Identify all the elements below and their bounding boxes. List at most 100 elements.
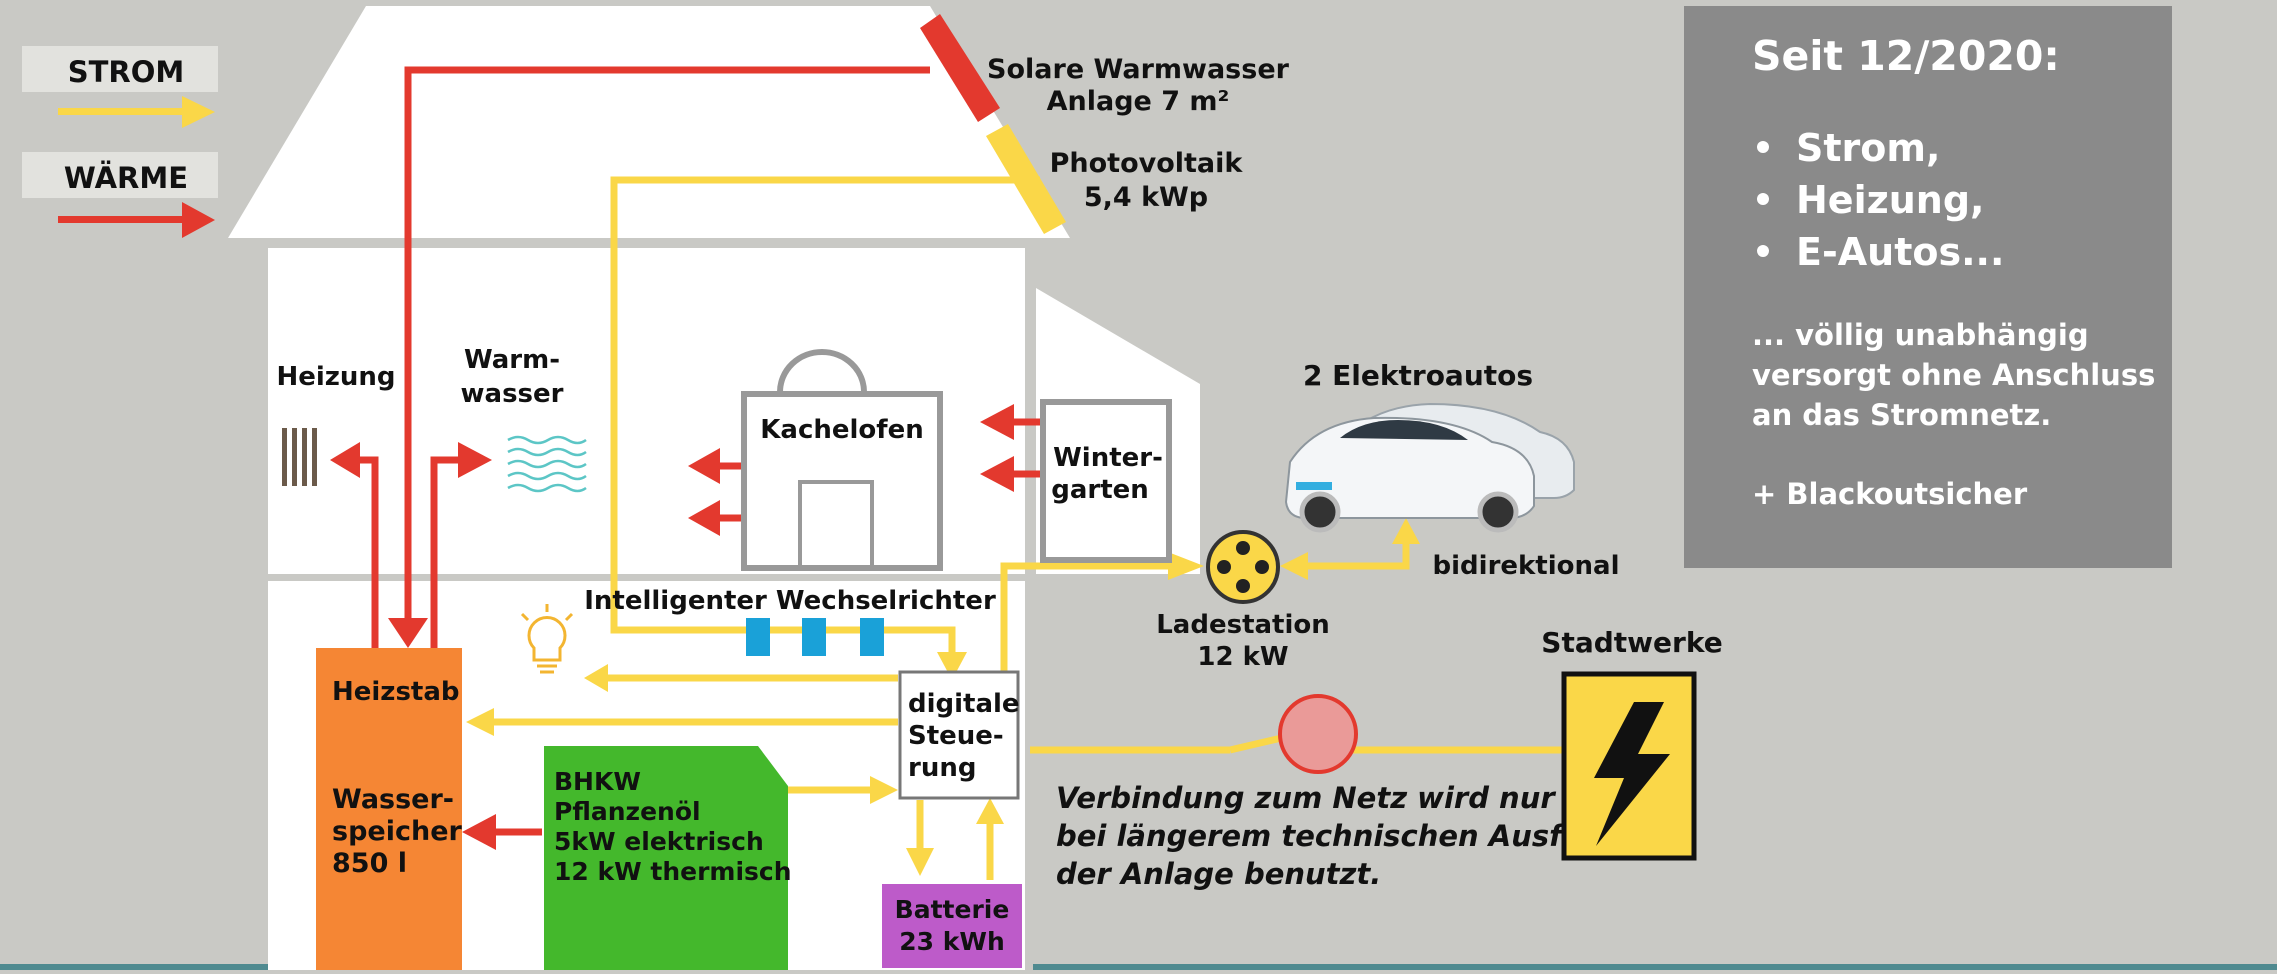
arrowhead-kachelofen-2 [688,500,720,536]
tank-to-warmwasser-line [430,456,458,650]
arrowhead-batterie-up [976,798,1004,824]
info-bullet-1: Strom, [1796,126,1940,170]
ladestation-icon [1206,530,1280,604]
heizstab-label: Heizstab [332,677,460,707]
wasserspeicher-line2: speicher [332,816,463,847]
tank-to-heizung-line [354,456,379,650]
pv-label-line1: Photovoltaik [1050,148,1244,179]
grid-disconnect-icon [1278,694,1358,774]
bhkw-line1: BHKW [554,767,641,796]
elektroautos-label: 2 Elektroautos [1303,359,1533,392]
info-title: Seit 12/2020: [1752,32,2060,80]
heizung-label: Heizung [276,362,395,392]
info-panel [1684,6,2172,568]
steuerung-line1: digitale [908,689,1020,719]
solar-to-tank-line [404,66,930,620]
arrowhead-batterie [906,848,934,876]
car-wheel-rear [1477,491,1519,533]
arrowhead-lamp [584,664,608,692]
legend-waerme-box [22,152,218,198]
car-window [1340,420,1468,440]
arrowhead-car-charger [1280,552,1308,580]
inverter-module-1 [746,618,770,656]
floor-divider [268,574,1030,581]
solar-label-line2: Anlage 7 m² [1047,86,1230,117]
batterie-box [882,884,1022,968]
arrowhead-warmwasser [458,442,492,478]
info-text-line3: an das Stromnetz. [1752,398,2051,432]
arrowhead-car [1392,518,1420,544]
wintergarten-label-line1: Winter- [1053,443,1163,473]
arrowhead-heizung [330,442,360,478]
inverter-modules [746,618,884,656]
steuerung-line2: Steue- [908,721,1004,751]
stadtwerke-label: Stadtwerke [1541,626,1722,659]
warmwasser-label-line2: wasser [461,379,564,409]
pv-to-inverter-line [610,176,1040,656]
house-to-charger-line [1000,562,1175,672]
wintergarten-frame [1040,399,1172,563]
inverter-module-3 [860,618,884,656]
arrowhead-heizstab [466,708,494,736]
wasserspeicher-tank [316,648,462,970]
batterie-line1: Batterie [895,895,1010,924]
info-extra: + Blackoutsicher [1752,477,2028,511]
bullet-dot-2 [1757,193,1769,205]
ladestation-label-line2: 12 kW [1197,642,1288,672]
wechselrichter-label: Intelligenter Wechselrichter [584,586,996,616]
bottom-strip [0,964,2277,970]
netz-note-line1: Verbindung zum Netz wird nur [1056,781,1556,815]
wasserspeicher-line1: Wasser- [332,784,454,815]
arrowhead-steuerung [870,776,898,804]
arrowhead-inverter [937,652,967,680]
bidirektional-label: bidirektional [1433,551,1620,581]
wintergarten-label-line2: garten [1051,475,1149,505]
steuerung-line3: rung [908,753,976,783]
info-bullets: Strom, Heizung, E-Autos... [1757,126,2004,274]
info-text-line2: versorgt ohne Anschluss [1752,358,2155,392]
batterie-line2: 23 kWh [899,927,1005,956]
bullet-dot-3 [1757,245,1769,257]
netz-note-line3: der Anlage benutzt. [1056,857,1381,891]
kachelofen-door [798,480,874,570]
arrowhead-kachelofen-1 [688,448,720,484]
charger-to-car-line [1308,544,1410,570]
wall-gap [1025,248,1033,970]
inverter-module-2 [802,618,826,656]
strom-arrowheads [466,518,1420,876]
strom-lines [494,176,1566,880]
waerme-arrowheads [330,404,1014,850]
car-stripe [1296,482,1332,490]
solar-thermal-panel [920,14,1000,122]
light-bulb-icon [520,604,574,674]
legend: STROM WÄRME [22,46,218,238]
radiator-icon [282,428,317,486]
kachelofen: Kachelofen [741,349,943,571]
legend-strom-arrowhead [182,96,215,128]
arrowhead-wintergarten-2 [980,456,1014,492]
bullet-dot-1 [1757,141,1769,153]
arrowhead-tank [388,618,428,648]
bhkw-line2: Pflanzenöl [554,797,701,826]
netz-note-line2: bei längerem technischen Ausfall [1056,819,1602,853]
ladestation-label-line1: Ladestation [1156,610,1330,640]
solar-label-line1: Solare Warmwasser [987,54,1290,85]
legend-strom-line [58,108,184,115]
legend-strom-label: STROM [68,55,185,89]
arrowhead-bhkw-tank [462,814,496,850]
info-text-line1: ... völlig unabhängig [1752,318,2089,352]
legend-waerme-line [58,216,184,223]
info-bullet-3: E-Autos... [1796,230,2004,274]
legend-strom-box [22,46,218,92]
steuerung-box [898,670,1020,800]
info-bullet-2: Heizung, [1796,178,1984,222]
kachelofen-dome [777,349,867,393]
electric-cars-icon [1284,402,1575,533]
warmwasser-label-line1: Warm- [464,345,560,375]
legend-waerme-arrowhead [182,202,215,238]
bhkw-line4: 12 kW thermisch [554,857,792,886]
bhkw-line3: 5kW elektrisch [554,827,764,856]
pv-label-line2: 5,4 kWp [1084,182,1208,213]
